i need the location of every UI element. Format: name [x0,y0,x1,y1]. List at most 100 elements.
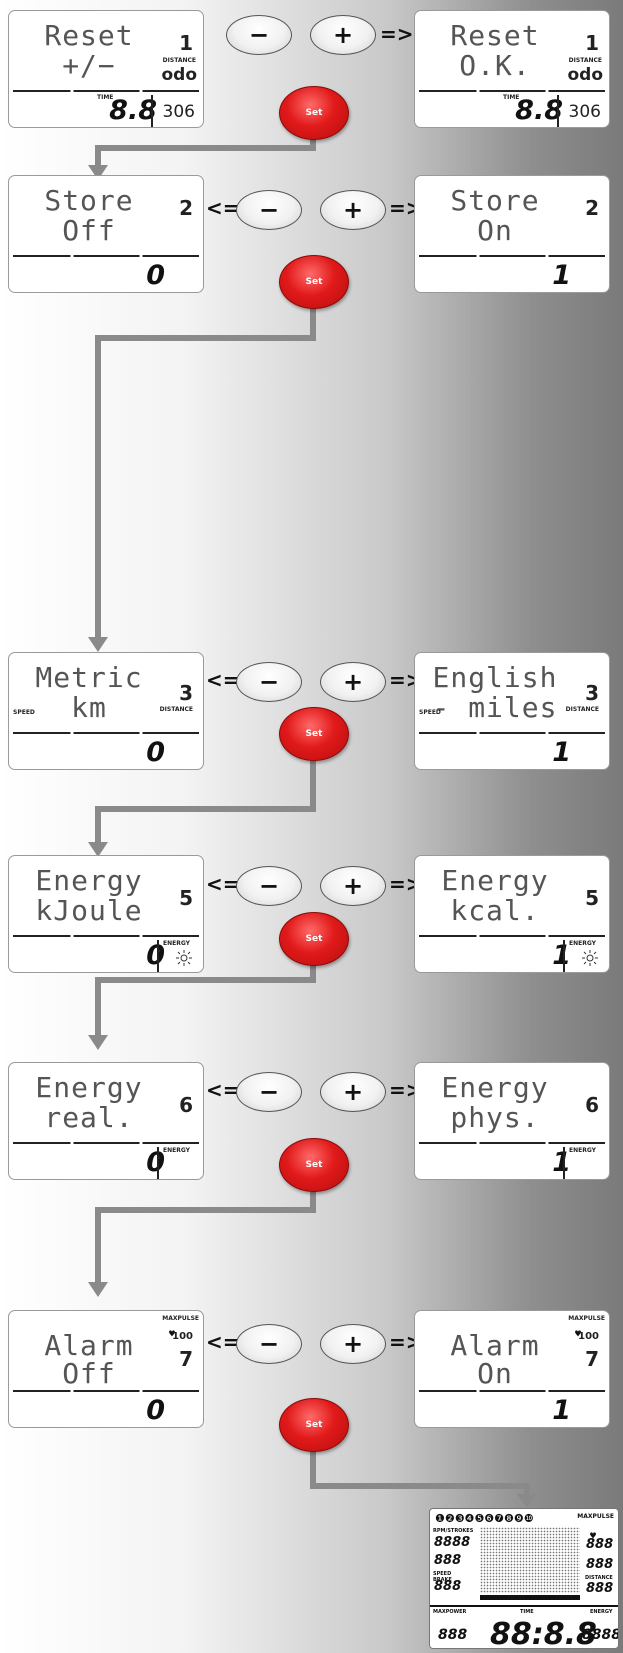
lcd-energy-kcal: Energy kcal. 5 1 ENERGY [414,855,610,973]
lcd-number: 3 [585,681,599,705]
lcd-line1: Energy [441,1071,549,1104]
lcd-reset-ok: Reset O.K. 1 DISTANCE odo TIME 8.8 306 [414,10,610,128]
plus-button[interactable]: + [320,866,386,906]
lcd-reset-plus-minus: Reset +/− 1 DISTANCE odo TIME 8.8 306 [8,10,204,128]
lcd-line2: O.K. [459,49,531,82]
lcd-line1: Energy [35,1071,143,1104]
time-label: TIME [97,94,114,101]
lcd-number: 7 [585,1347,599,1371]
lcd-store-on: Store On 2 1 [414,175,610,293]
speed-label: SPEED [433,1571,452,1577]
seg-right-2: 888 [586,1557,614,1572]
lcd-line1: Store [450,184,540,217]
lcd-line2: Off [62,1357,116,1390]
distance-label: DISTANCE [159,706,193,713]
arrow-left: <= [206,1078,240,1102]
lcd-energy-phys: Energy phys. 6 1 ENERGY [414,1062,610,1180]
lcd-number: 2 [179,196,193,220]
energy-label: ENERGY [569,940,596,947]
minus-button[interactable]: − [236,866,302,906]
minus-button[interactable]: − [236,1324,302,1364]
lcd-energy-real: Energy real. 6 0 ENERGY [8,1062,204,1180]
plus-button[interactable]: + [320,190,386,230]
lcd-number: 2 [585,196,599,220]
lcd-number: 5 [585,886,599,910]
lcd-line2: phys. [450,1101,540,1134]
lcd-line1: Alarm [450,1329,540,1362]
distance-label: DISTANCE [162,57,196,64]
heart-icon: ♥ [574,1329,581,1340]
lcd-line1: Store [44,184,134,217]
plus-button[interactable]: + [320,1324,386,1364]
set-button[interactable]: Set [279,255,349,309]
profile-bar [480,1595,580,1600]
distance-label: DISTANCE [568,57,602,64]
arrow-left: <= [206,1330,240,1354]
time-value: 88:8.8 [490,1617,597,1649]
program-indicators: ❶❷❸❹❺❻❼❽❾❿ [435,1512,534,1525]
energy-label: ENERGY [163,940,190,947]
energy-value: 8888 [582,1627,619,1643]
lcd-number: 5 [179,886,193,910]
energy-label: ENERGY [163,1147,190,1154]
plus-button[interactable]: + [310,15,376,55]
minus-button[interactable]: − [236,190,302,230]
lcd-subvalue: 306 [568,102,601,122]
blink-icon [176,950,192,966]
lcd-alarm-off: Alarm Off MAXPULSE ♥ 100 7 0 [8,1310,204,1428]
distance-label: DISTANCE [565,706,599,713]
full-display: ❶❷❸❹❺❻❼❽❾❿ MAXPULSE RPM/STROKES 8888 888… [429,1508,619,1649]
pulse-value: 100 [172,1331,193,1342]
plus-button[interactable]: + [320,662,386,702]
seg-left-2: 888 [434,1553,462,1568]
set-button[interactable]: Set [279,1398,349,1452]
blink-icon [582,950,598,966]
lcd-value: 0 [146,737,165,768]
lcd-line2: +/− [62,49,116,82]
energy-label: ENERGY [569,1147,596,1154]
lcd-value: 1 [552,260,571,291]
speed-label: SPEED [419,709,441,716]
lcd-metric-km: Metric km 3 SPEED DISTANCE 0 [8,652,204,770]
lcd-line1: Reset [44,19,134,52]
minus-button[interactable]: − [236,662,302,702]
set-button[interactable]: Set [279,912,349,966]
set-button[interactable]: Set [279,707,349,761]
lcd-subvalue: 306 [162,102,195,122]
minus-button[interactable]: − [236,1072,302,1112]
lcd-line2: On [477,1357,513,1390]
maxpulse-label: MAXPULSE [568,1315,605,1322]
set-button[interactable]: Set [279,86,349,140]
pulse-value: 100 [578,1331,599,1342]
lcd-value: 1 [552,737,571,768]
lcd-line2: On [477,214,513,247]
lcd-line2: kJoule [35,894,143,927]
speed-label: SPEED [13,709,35,716]
arrow-left: <= [206,196,240,220]
lcd-number: 1 [179,31,193,55]
dot-matrix [480,1527,580,1593]
lcd-line1: Alarm [44,1329,134,1362]
odo-label: odo [161,65,197,85]
lcd-value: 1 [552,940,571,971]
lcd-number: 1 [585,31,599,55]
time-label: TIME [503,94,520,101]
lcd-english-miles: English - miles 3 SPEED DISTANCE 1 [414,652,610,770]
lcd-line1: Energy [441,864,549,897]
lcd-number: 3 [179,681,193,705]
rpm-label: RPM/STROKES [433,1528,474,1534]
lcd-number: 6 [585,1093,599,1117]
set-button[interactable]: Set [279,1138,349,1192]
lcd-number: 6 [179,1093,193,1117]
lcd-line2: - miles [432,691,558,724]
energy-label: ENERGY [590,1609,613,1615]
minus-button[interactable]: − [226,15,292,55]
brake-label: BRAKE [433,1577,452,1583]
lcd-value: 8.8 [109,95,157,126]
plus-button[interactable]: + [320,1072,386,1112]
seg-left-3: 888 [434,1579,462,1594]
lcd-line2: kcal. [450,894,540,927]
lcd-value: 1 [552,1147,571,1178]
lcd-line1: Metric [35,661,143,694]
arrow-left: <= [206,668,240,692]
